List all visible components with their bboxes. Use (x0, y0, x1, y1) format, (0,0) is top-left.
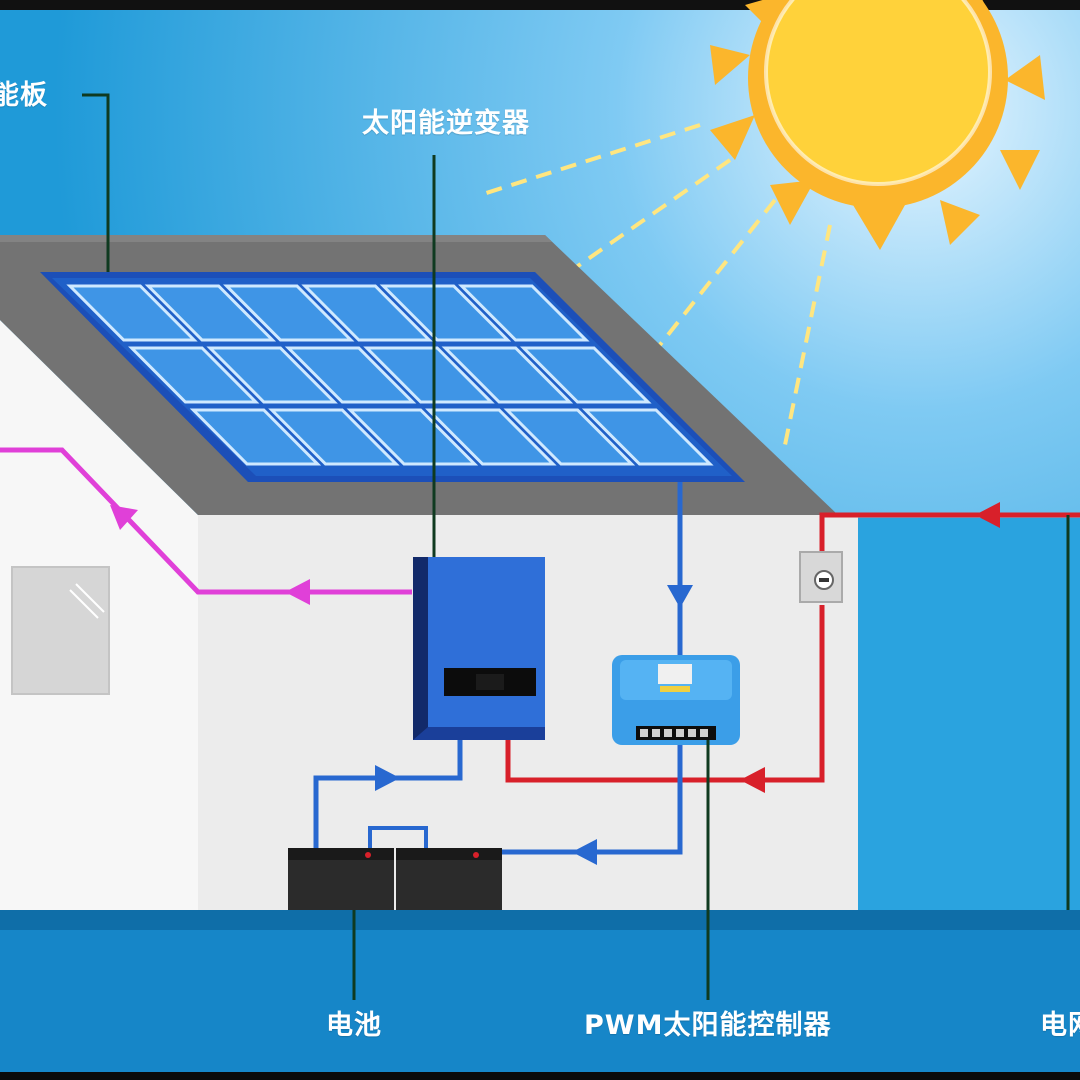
sun-rays (479, 123, 832, 446)
meter-icon (799, 551, 843, 603)
solar-panel-label: 能板 (0, 80, 48, 111)
ground (0, 930, 1080, 1080)
top-bar (0, 0, 1080, 10)
controller-label: PWM太阳能控制器 (584, 1010, 832, 1041)
ground-stripe (0, 910, 1080, 930)
controller-to-battery-wire (500, 745, 683, 855)
solar-cell (519, 346, 652, 404)
solar-cell (206, 346, 338, 404)
grid-arrow-1 (975, 502, 1000, 528)
dc-arrow-2 (572, 839, 597, 865)
leader-lines (82, 93, 710, 1000)
battery-label: 电池 (326, 1010, 382, 1041)
grid-arrow-2 (740, 767, 765, 793)
inverter-device (413, 557, 545, 740)
solar-cell (144, 284, 277, 342)
solar-cell (284, 346, 417, 404)
window (11, 566, 110, 695)
controller-device (612, 655, 740, 745)
solar-cell (66, 284, 198, 342)
solar-cell (458, 284, 590, 342)
grid-area (858, 518, 1080, 913)
bottom-bar (0, 1072, 1080, 1080)
sun-icon (710, 0, 1045, 250)
solar-cell (581, 408, 714, 466)
battery-link-wire (368, 826, 428, 850)
solar-cell (301, 284, 433, 342)
solar-cell (441, 346, 574, 404)
solar-cell (346, 408, 479, 466)
solar-cell (363, 346, 495, 404)
solar-cell (503, 408, 636, 466)
dc-arrow-3 (375, 765, 400, 791)
grid-wire-bottom (505, 605, 825, 783)
solar-cell (425, 408, 557, 466)
solar-panel (40, 272, 745, 482)
battery-bank (288, 848, 502, 910)
solar-cell (223, 284, 355, 342)
inverter-label: 太阳能逆变器 (362, 108, 530, 139)
solar-cell (189, 408, 322, 466)
solar-cell (379, 284, 512, 342)
grid-label: 电网 (1040, 1010, 1080, 1041)
dc-arrow-1 (667, 585, 693, 608)
solar-cell (268, 408, 400, 466)
solar-cell (128, 346, 260, 404)
ac-arrow-2 (110, 505, 138, 530)
ac-arrow-1 (285, 579, 310, 605)
